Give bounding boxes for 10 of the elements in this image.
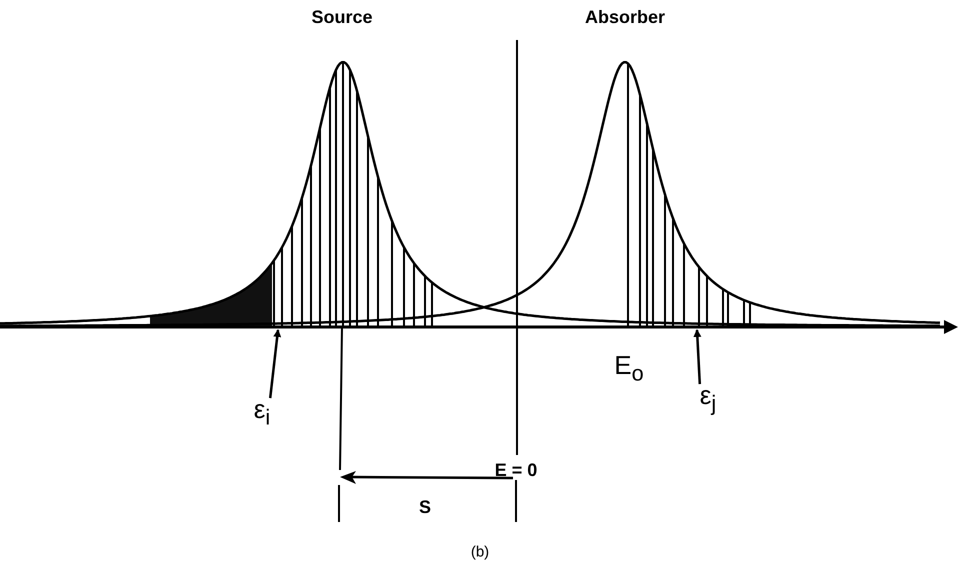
peak-label: Source [311, 8, 373, 26]
pointer-arrow [693, 329, 702, 384]
energy-symbol: E$_{o}$ [614, 352, 644, 384]
pointer-arrow [268, 329, 282, 398]
caption: (b) [470, 544, 490, 560]
shift-label: S [419, 498, 431, 516]
zero-energy-label: E = 0 [494, 461, 538, 479]
peak-label: Absorber [585, 8, 665, 26]
energy-symbol: ε$_{j}$ [700, 382, 716, 414]
energy-symbol: ε$_{i}$ [254, 396, 270, 428]
